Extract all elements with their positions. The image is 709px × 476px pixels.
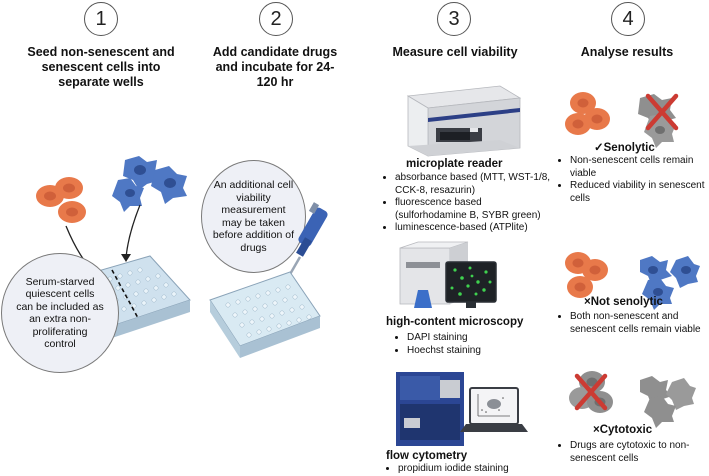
microplate-reader-title: microplate reader bbox=[406, 158, 503, 170]
step-3-number: 3 bbox=[437, 2, 471, 36]
step-2-number: 2 bbox=[259, 2, 293, 36]
step-4-heading: Analyse results bbox=[580, 45, 674, 59]
dead-senescent-cell bbox=[666, 378, 696, 410]
not-senolytic-label: ×Not senolytic bbox=[584, 296, 663, 308]
step-2-baseline-note: An additional cell viability measurement… bbox=[201, 160, 306, 273]
cytotoxic-criteria: Drugs are cytotoxic to non-senescent cel… bbox=[558, 440, 709, 465]
microscopy-methods: DAPI staining Hoechst staining bbox=[395, 332, 527, 357]
microscopy-title: high-content microscopy bbox=[386, 316, 524, 328]
microplate-reader-methods: absorbance based (MTT, WST-1/8, CCK-8, r… bbox=[383, 172, 555, 235]
plate-divider-line bbox=[111, 269, 139, 319]
multiwell-plate-2 bbox=[209, 271, 321, 358]
step-1-quiescent-note: Serum-starved quiescent cells can be inc… bbox=[1, 253, 119, 373]
list-item: propidium iodide staining bbox=[398, 463, 558, 476]
senolytic-label: ✓Senolytic bbox=[594, 142, 655, 154]
list-item: Non-senescent cells remain viable bbox=[570, 155, 709, 180]
step-1-heading: Seed non-senescent and senescent cells i… bbox=[27, 45, 175, 89]
list-item: luminescence-based (ATPlite) bbox=[395, 222, 555, 235]
step-1-number: 1 bbox=[84, 2, 118, 36]
senolytic-criteria: Non-senescent cells remain viable Reduce… bbox=[558, 155, 709, 205]
list-item: absorbance based (MTT, WST-1/8, CCK-8, r… bbox=[395, 172, 555, 197]
dead-senescent-cell bbox=[644, 396, 676, 428]
flow-cytometry-methods: propidium iodide staining bbox=[386, 463, 558, 476]
cytotoxic-label: ×Cytotoxic bbox=[593, 424, 653, 436]
list-item: Both non-senescent and senescent cells r… bbox=[570, 311, 709, 336]
list-item: Drugs are cytotoxic to non-senescent cel… bbox=[570, 440, 709, 465]
cross-icon bbox=[645, 93, 679, 131]
list-item: DAPI staining bbox=[407, 332, 527, 345]
non-senescent-cells bbox=[36, 177, 86, 223]
list-item: fluorescence based (sulforhodamine B, SY… bbox=[395, 197, 555, 222]
not-senolytic-criteria: Both non-senescent and senescent cells r… bbox=[558, 311, 709, 336]
senescent-cells bbox=[112, 156, 187, 212]
step-2-heading: Add candidate drugs and incubate for 24-… bbox=[212, 45, 338, 89]
dead-senescent-cell bbox=[640, 376, 672, 406]
cross-icon bbox=[574, 373, 608, 411]
flow-cytometry-title: flow cytometry bbox=[386, 450, 468, 462]
list-item: Hoechst staining bbox=[407, 345, 527, 358]
step-3-heading: Measure cell viability bbox=[392, 45, 518, 59]
list-item: Reduced viability in senescent cells bbox=[570, 180, 709, 205]
step-4-number: 4 bbox=[611, 2, 645, 36]
